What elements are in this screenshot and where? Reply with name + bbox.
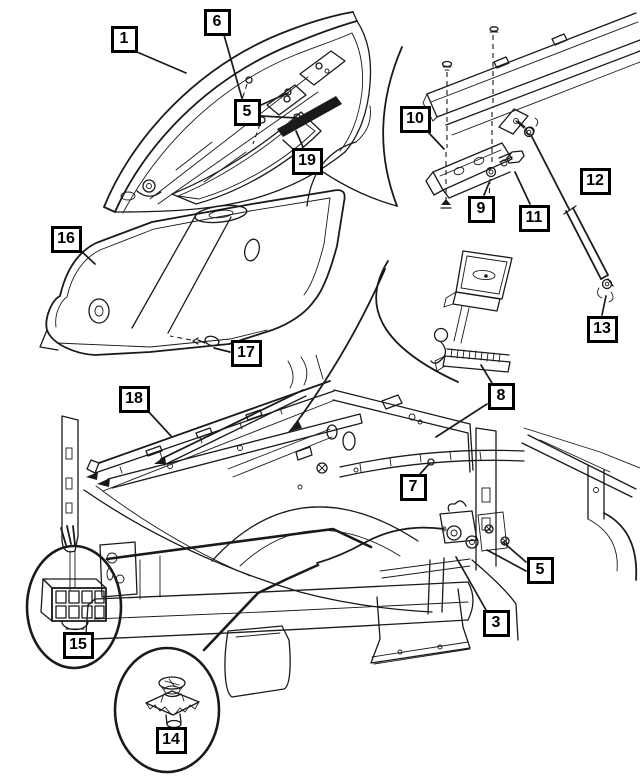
hood-bumper-detail-drawing (288, 250, 513, 432)
connector-detail-circle (25, 544, 123, 670)
callout-19[interactable]: 19 (291, 147, 323, 175)
callout-5-bottom[interactable]: 5 (526, 556, 554, 584)
splash-flap-drawing (224, 625, 291, 698)
hinge-bolt-icon (498, 150, 525, 164)
callout-7[interactable]: 7 (399, 473, 427, 501)
hinge-nut-icon (485, 166, 497, 178)
left-fender-inner-drawing (61, 415, 79, 591)
callout-leader-16 (78, 248, 96, 265)
callout-leader-7 (419, 462, 431, 475)
callout-18[interactable]: 18 (118, 385, 150, 413)
tow-bracket-drawing (370, 588, 471, 665)
callout-6[interactable]: 6 (203, 8, 231, 36)
callout-9[interactable]: 9 (467, 195, 495, 223)
callout-leader-13 (601, 295, 607, 316)
callout-5-top[interactable]: 5 (233, 98, 261, 126)
push-pin-icon (169, 335, 220, 347)
right-fender-drawing (471, 427, 640, 641)
callout-15[interactable]: 15 (62, 631, 94, 659)
callout-leader-11 (514, 171, 531, 205)
callout-14[interactable]: 14 (155, 726, 187, 754)
hinge-screw-icon (489, 26, 499, 33)
callout-16[interactable]: 16 (50, 225, 82, 253)
callout-13[interactable]: 13 (586, 315, 618, 343)
callout-17[interactable]: 17 (230, 339, 262, 367)
callout-leader-5-top (260, 92, 289, 106)
radiator-support-drawing (339, 427, 525, 615)
dash-panel-drawing (227, 354, 474, 490)
callout-leader-10 (427, 131, 445, 150)
cowl-seal-drawing (154, 389, 307, 466)
callout-1[interactable]: 1 (110, 25, 138, 53)
gas-strut-drawing (515, 120, 614, 303)
hood-rear-seal-drawing (277, 96, 398, 207)
callout-3[interactable]: 3 (482, 609, 510, 637)
callout-10[interactable]: 10 (399, 105, 431, 133)
clip-detail-circle (113, 646, 221, 774)
callout-leader-17 (213, 347, 231, 353)
callout-leader-3 (455, 556, 487, 611)
callout-11[interactable]: 11 (518, 204, 550, 232)
bumper-frame-drawing (85, 541, 474, 640)
hood-insulation-pad-drawing (39, 189, 346, 356)
callout-leader-18 (146, 409, 172, 437)
hood-panel-drawing (103, 11, 372, 214)
callout-leader-8 (480, 364, 493, 384)
callout-leader-19 (295, 130, 304, 148)
clip-icon (145, 676, 200, 729)
callout-leader-5-top (260, 115, 298, 119)
clip-detail-drawing (145, 563, 320, 729)
callout-leader-5-bottom (502, 541, 527, 563)
callout-leader-5-bottom (486, 549, 527, 572)
callout-leader-9 (483, 182, 490, 196)
connector-icon (40, 578, 107, 631)
hinge-screw-icon (441, 60, 453, 71)
fender-rail-drawing (97, 413, 363, 489)
callout-8[interactable]: 8 (487, 382, 515, 410)
callout-leader-1 (136, 51, 187, 74)
detail-circle-layer (25, 544, 221, 774)
callout-12[interactable]: 12 (579, 167, 611, 195)
callout-leader-8 (435, 403, 488, 438)
connector-detail-drawing (40, 525, 373, 631)
